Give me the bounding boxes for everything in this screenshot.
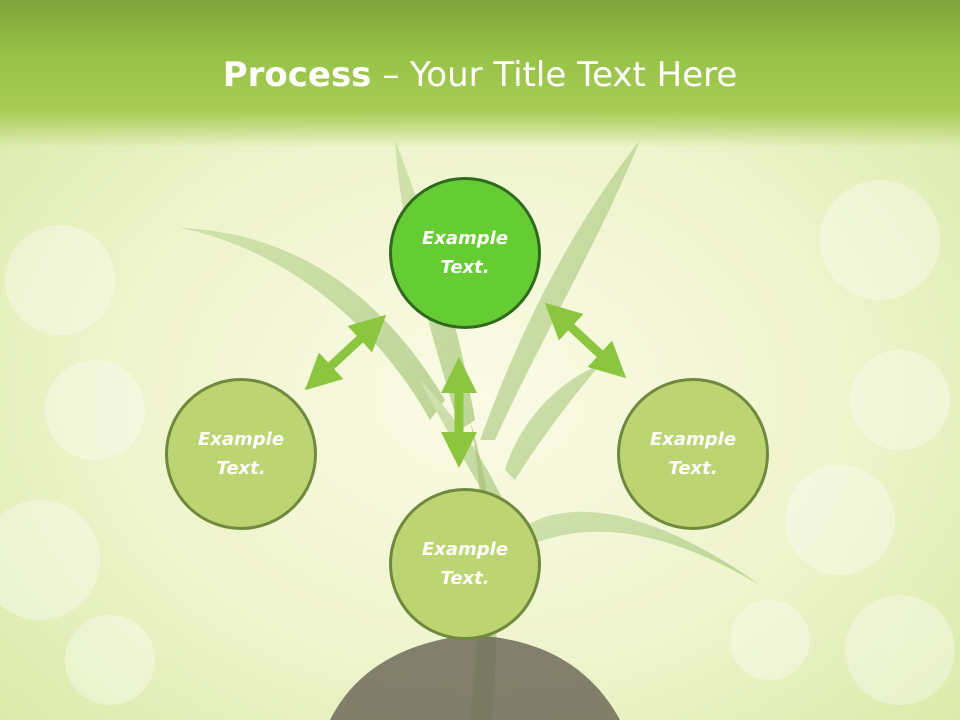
node-right[interactable]: Example Text.: [617, 378, 769, 530]
node-left-label: Example Text.: [197, 429, 285, 479]
title-bold-text: Process: [222, 55, 372, 95]
arrow-top-left: [304, 314, 387, 391]
arrow-top-right: [544, 302, 627, 379]
node-bottom[interactable]: Example Text.: [389, 488, 541, 640]
node-right-label: Example Text.: [649, 429, 737, 479]
title-bar: [0, 0, 960, 148]
node-left[interactable]: Example Text.: [165, 378, 317, 530]
node-bottom-label: Example Text.: [421, 539, 509, 589]
title-rest-text: – Your Title Text Here: [371, 55, 738, 95]
slide-title[interactable]: Process – Your Title Text Here: [0, 52, 960, 98]
node-top-label: Example Text.: [421, 228, 509, 278]
node-top[interactable]: Example Text.: [389, 177, 541, 329]
